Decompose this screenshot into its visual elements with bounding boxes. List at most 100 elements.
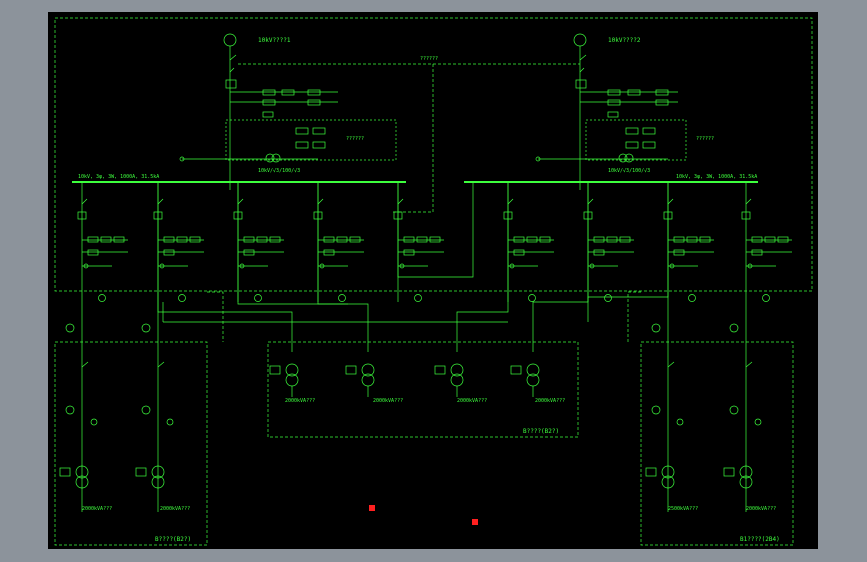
feeder-relay [619,236,631,243]
outgoing-leg [723,302,762,512]
incomer-note-2: ?????? [696,136,714,142]
xfmr-primary [285,363,299,377]
feeder-switch [507,198,514,205]
leg-sensor [65,323,75,333]
feeder-cable-marker [98,294,106,302]
feeder-bay [663,182,714,302]
feeder-ct [239,263,245,269]
feeder-ct [319,263,325,269]
feeder-relay [764,236,776,243]
feeder-bay [153,182,204,302]
tie-label: ?????? [420,56,438,62]
xfmr-rating-center-4: 2000kVA??? [535,398,565,404]
feeder-relay [176,236,188,243]
feeder-bay [233,182,284,302]
leg-transformer-secondary [739,475,753,489]
feeder-cable-marker [338,294,346,302]
feeder-bay [313,182,364,302]
feeder-cable-marker [178,294,186,302]
incomer-panel-1 [179,33,408,190]
xfmr-primary [361,363,375,377]
feeder-ct [83,263,89,269]
feeder-meter [513,249,525,256]
feeder-switch [587,198,594,205]
busbar-label-left: 10kV, 3φ, 3W, 1000A, 31.5kA [78,174,159,180]
xfmr-rating-center-2: 2000kVA??? [373,398,403,404]
substation-center-box [267,341,579,438]
transformers [269,363,540,397]
single-line-diagram: 10kV????1 10kV????2 ?????? 10kV, 3φ, 3W,… [54,17,813,546]
incomer-panel-2 [433,33,687,190]
center-transformer [269,363,299,397]
feeder-relay [673,236,685,243]
pt-label-2: 10kV/√3/100/√3 [608,168,650,174]
incomer-label-1: 10kV????1 [258,37,291,44]
leg-protection [645,467,657,477]
xfmr-rating-left-1: 2000kVA??? [82,506,112,512]
substation-left-box [54,341,208,546]
outgoing-legs [59,302,762,512]
substation-label-right: B1????(2B4) [740,536,780,543]
feeder-relay [416,236,428,243]
feeder-ct [669,263,675,269]
leg-transformer-primary [151,465,165,479]
center-transformer [345,363,375,397]
leg-protection [135,467,147,477]
feeder-relay [539,236,551,243]
feeder-meter [323,249,335,256]
leg-sensor [729,323,739,333]
feeder-relay [349,236,361,243]
feeder-bay [583,182,634,302]
feeder-relay [163,236,175,243]
feeder-breaker [741,211,751,220]
feeder-relay [403,236,415,243]
feeder-switch [397,198,404,205]
leg-sensor [141,405,151,415]
xfmr-protection [434,365,446,375]
leg-sensor [651,323,661,333]
leg-transformer-primary [739,465,753,479]
feeder-relay [686,236,698,243]
feeder-switch [667,198,674,205]
feeder-relay [777,236,789,243]
feeder-meter [593,249,605,256]
leg-transformer-secondary [661,475,675,489]
feeder-switch [157,198,164,205]
marker-1 [369,505,375,511]
feeder-ct [747,263,753,269]
xfmr-rating-center-1: 2000kVA??? [285,398,315,404]
feeder-relay [593,236,605,243]
pt-label-1: 10kV/√3/100/√3 [258,168,300,174]
substation-label-left: B????(B2?) [155,536,191,543]
feeder-cable-marker [762,294,770,302]
feeder-meter [243,249,255,256]
leg-transformer-primary [75,465,89,479]
leg-switch [81,361,89,368]
outgoing-leg [135,302,174,512]
feeder-breaker [77,211,87,220]
feeder-meter [87,249,99,256]
feeder-relay [256,236,268,243]
leg-switch [667,361,675,368]
outgoing-leg [645,302,684,512]
leg-sensor [651,405,661,415]
leg-marker [90,418,98,426]
feeder-bay [741,182,792,302]
feeder-bay [503,182,554,302]
substation-label-center: B????(B2?) [523,428,559,435]
feeder-meter [403,249,415,256]
feeder-relay [113,236,125,243]
feeder-cable-marker [254,294,262,302]
feeder-bay [393,182,444,302]
incomer-note-1: ?????? [346,136,364,142]
feeder-bays [77,182,792,302]
feeder-cable-marker [688,294,696,302]
substation-right-box [640,341,794,546]
incomer-label-2: 10kV????2 [608,37,641,44]
center-transformer [434,363,464,397]
feeder-switch [81,198,88,205]
feeder-ct [589,263,595,269]
xfmr-protection [345,365,357,375]
cad-drawing-canvas: 10kV????1 10kV????2 ?????? 10kV, 3φ, 3W,… [48,12,818,549]
feeder-ct [399,263,405,269]
